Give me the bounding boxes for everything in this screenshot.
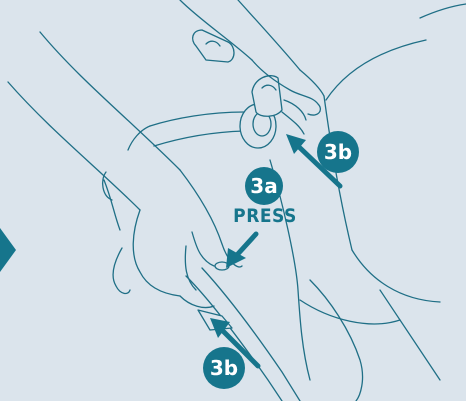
- chevron-right-icon[interactable]: [0, 228, 16, 272]
- press-label: PRESS: [233, 205, 297, 227]
- step-3b-label-top: 3b: [324, 140, 352, 164]
- standing-person: [270, 4, 466, 401]
- step-3b-badge-top: 3b: [317, 131, 359, 173]
- lower-hand: [8, 32, 242, 308]
- arrow-3a: [226, 234, 256, 268]
- step-3b-badge-bottom: 3b: [203, 347, 245, 389]
- step-3b-label-bottom: 3b: [210, 356, 238, 380]
- handlebar: [128, 112, 244, 150]
- step-3a-badge: 3a: [245, 167, 283, 205]
- frame-tube: [186, 262, 300, 401]
- step-3a-label: 3a: [250, 174, 277, 198]
